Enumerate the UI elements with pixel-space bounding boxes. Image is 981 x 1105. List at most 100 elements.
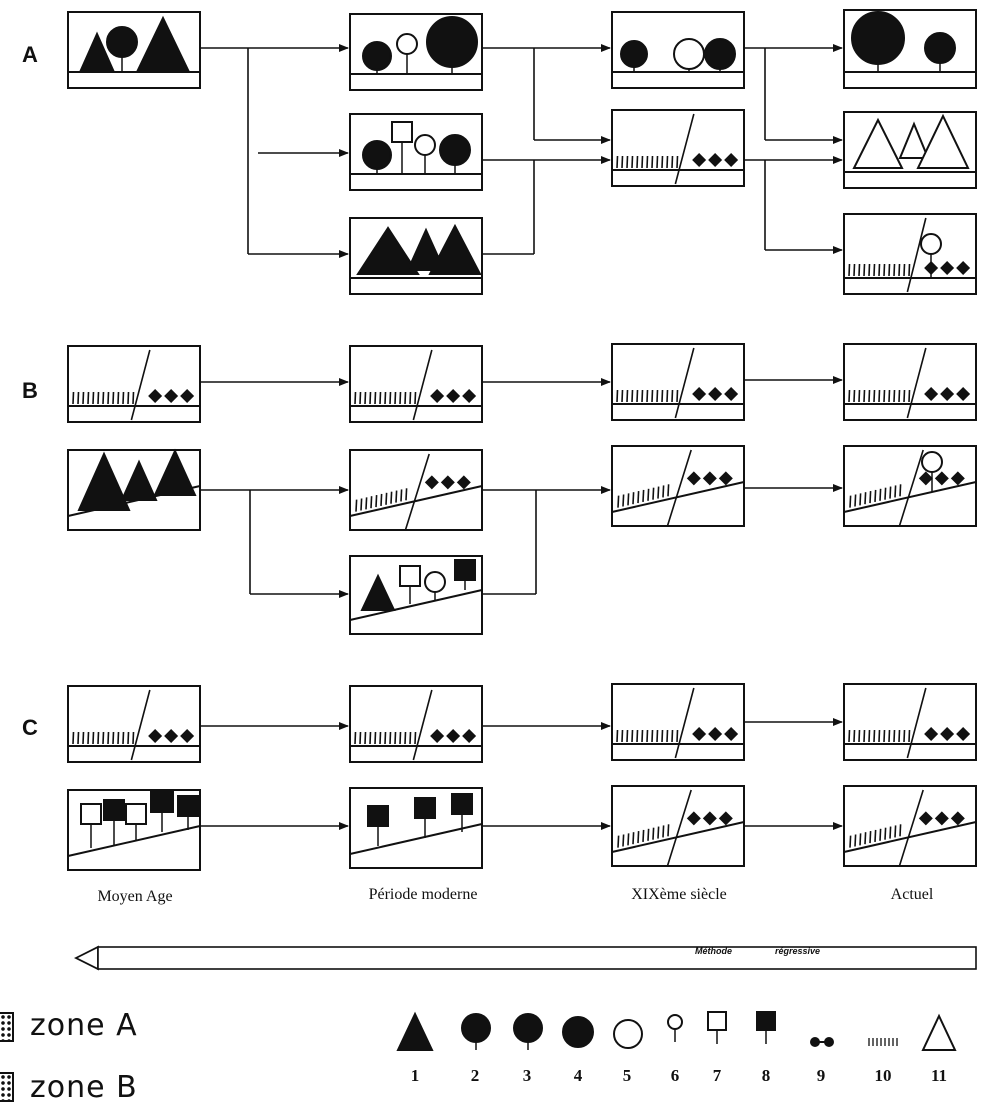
vine-diamond-icon <box>180 389 195 403</box>
vegetation-tick <box>884 487 887 500</box>
vegetation-tick <box>631 389 634 403</box>
period-label-actuel: Actuel <box>890 886 934 903</box>
vegetation-tick <box>899 484 902 497</box>
vine-diamond-icon <box>924 387 939 401</box>
divider-line <box>412 689 433 761</box>
square-tree-filled-icon <box>454 559 476 581</box>
conifer-icon <box>120 459 158 501</box>
vine-diamond-icon <box>686 471 701 486</box>
vegetation-tick <box>899 824 902 837</box>
square-tree-open-icon <box>707 1011 727 1031</box>
landscape-panel <box>611 683 745 761</box>
divider-line <box>674 113 695 185</box>
vegetation-tick <box>369 391 372 405</box>
vegetation-tick <box>894 485 897 498</box>
vegetation-tick <box>127 391 130 405</box>
vegetation-tick <box>97 731 100 745</box>
period-label-moyen-age: Moyen Age <box>97 888 173 905</box>
vegetation-tick <box>380 493 383 506</box>
square-tree-filled-icon <box>177 795 199 817</box>
vegetation-tick <box>621 729 624 743</box>
conifer-icon <box>136 15 190 71</box>
landscape-panel <box>67 789 201 871</box>
landscape-panel <box>843 683 977 761</box>
divider-line <box>412 349 433 421</box>
legend-number-10: 10 <box>874 1066 892 1085</box>
round-tree-icon <box>562 1016 594 1048</box>
slope-line <box>349 823 483 855</box>
vine-diamond-icon <box>724 153 739 167</box>
legend-number-6: 6 <box>670 1066 680 1085</box>
vegetation-tick <box>647 488 650 501</box>
vegetation-tick <box>893 729 896 743</box>
vegetation-tick <box>657 486 660 499</box>
vegetation-tick <box>622 494 625 507</box>
vine-diamond-icon <box>708 727 723 741</box>
square-tree-filled-icon <box>414 797 436 819</box>
vegetation-tick <box>621 389 624 403</box>
landscape-panel <box>611 445 745 527</box>
divider-line <box>906 687 927 759</box>
vegetation-tick <box>883 729 886 743</box>
conifer-open-icon <box>916 113 970 169</box>
landscape-panel <box>843 213 977 295</box>
vegetation-tick <box>661 729 664 743</box>
vegetation-tick <box>631 729 634 743</box>
vine-diamond-icon <box>708 153 723 167</box>
open-tree-icon <box>414 134 436 156</box>
vegetation-tick <box>369 731 372 745</box>
method-arrow-shaft <box>97 946 977 970</box>
legend-zone-b: zone B <box>30 1070 138 1105</box>
divider-line <box>906 347 927 419</box>
vegetation-tick <box>127 731 130 745</box>
vine-diamond-icon <box>686 811 701 826</box>
vegetation-tick <box>360 498 363 511</box>
vegetation-tick <box>117 391 120 405</box>
slope-line <box>611 821 745 853</box>
vegetation-tick <box>632 492 635 505</box>
vine-diamond-icon <box>724 387 739 401</box>
vegetation-tick <box>859 833 862 846</box>
legend-zone-a: zone A <box>30 1008 138 1043</box>
vine-diamond-icon <box>956 727 971 741</box>
vegetation-tick <box>898 729 901 743</box>
round-tree-icon <box>426 16 478 68</box>
vegetation-tick <box>637 831 640 844</box>
vegetation-tick <box>87 731 90 745</box>
landscape-panel <box>611 785 745 867</box>
vegetation-tick <box>889 486 892 499</box>
vegetation-tick <box>399 731 402 745</box>
vegetation-tick <box>854 494 857 507</box>
conifer-icon <box>360 573 396 611</box>
section-label-a: A <box>22 42 38 67</box>
method-label-2: régressive <box>775 946 821 956</box>
vine-diamond-icon <box>718 471 733 486</box>
vegetation-tick <box>849 835 852 848</box>
vegetation-tick <box>92 731 95 745</box>
slope-line <box>67 825 201 857</box>
legend-number-4: 4 <box>573 1066 583 1085</box>
vine-diamond-icon <box>956 387 971 401</box>
vine-diamond-icon <box>164 729 179 743</box>
vegetation-tick <box>107 731 110 745</box>
landscape-panel <box>843 9 977 89</box>
divider-line <box>404 453 430 531</box>
vegetation-tick <box>632 832 635 845</box>
vegetation-tick <box>894 825 897 838</box>
vegetation-tick <box>903 263 906 277</box>
vegetation-tick <box>888 729 891 743</box>
vegetation-tick <box>379 391 382 405</box>
vegetation-tick <box>117 731 120 745</box>
divider-line <box>674 347 695 419</box>
vegetation-tick <box>385 492 388 505</box>
vegetation-tick <box>662 485 665 498</box>
vegetation-tick <box>853 729 856 743</box>
landscape-panel <box>349 555 483 635</box>
vegetation-tick <box>399 391 402 405</box>
vegetation-tick <box>848 729 851 743</box>
vegetation-tick <box>631 155 634 169</box>
vegetation-tick <box>616 155 619 169</box>
vegetation-tick <box>409 731 412 745</box>
vegetation-tick <box>370 496 373 509</box>
vegetation-tick <box>878 389 881 403</box>
